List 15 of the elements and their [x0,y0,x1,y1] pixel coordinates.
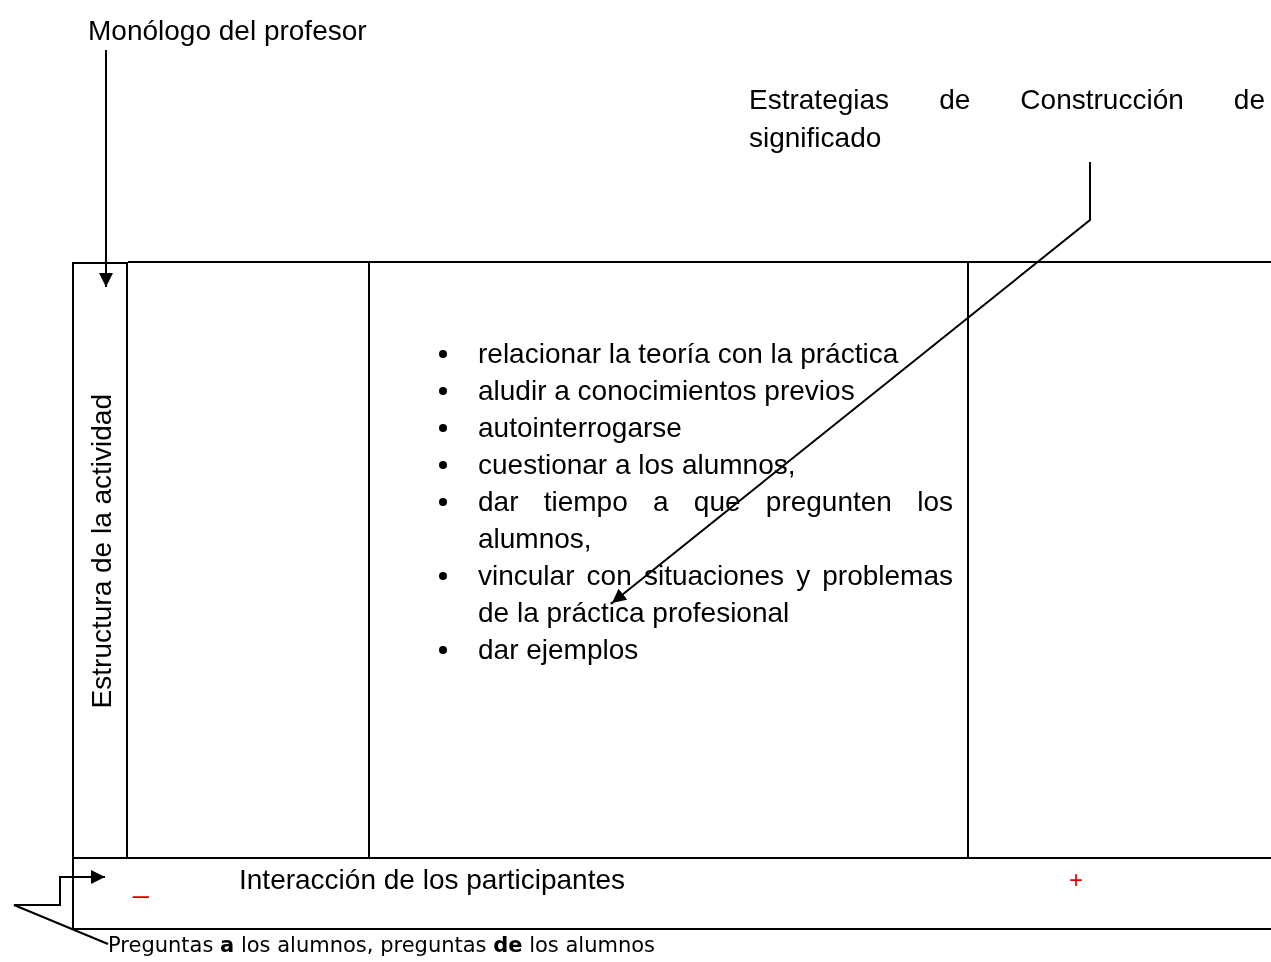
table-cell [73,262,128,858]
bullet-item: aludir a conocimientos previos [478,374,856,408]
axis-label: Interacción de los participantes [239,863,625,897]
arrow [611,161,1091,604]
vertical-label: Estructura de la actividad [87,394,117,709]
arrow [99,49,113,288]
heading-label: Estrategias de Construcción de significado [749,83,1265,155]
bullet-item: dar ejemplos [478,633,640,667]
bullet-item: relacionar la teoría con la práctica [478,337,900,371]
minus-sign: _ [133,866,149,900]
plus-sign: + [1069,865,1083,895]
heading-label: Monólogo del profesor [88,14,367,48]
note-text: Preguntas a los alumnos, preguntas de los alumnos [108,932,656,959]
bullet-item: autointerrogarse [478,411,683,445]
arrow [13,870,109,945]
